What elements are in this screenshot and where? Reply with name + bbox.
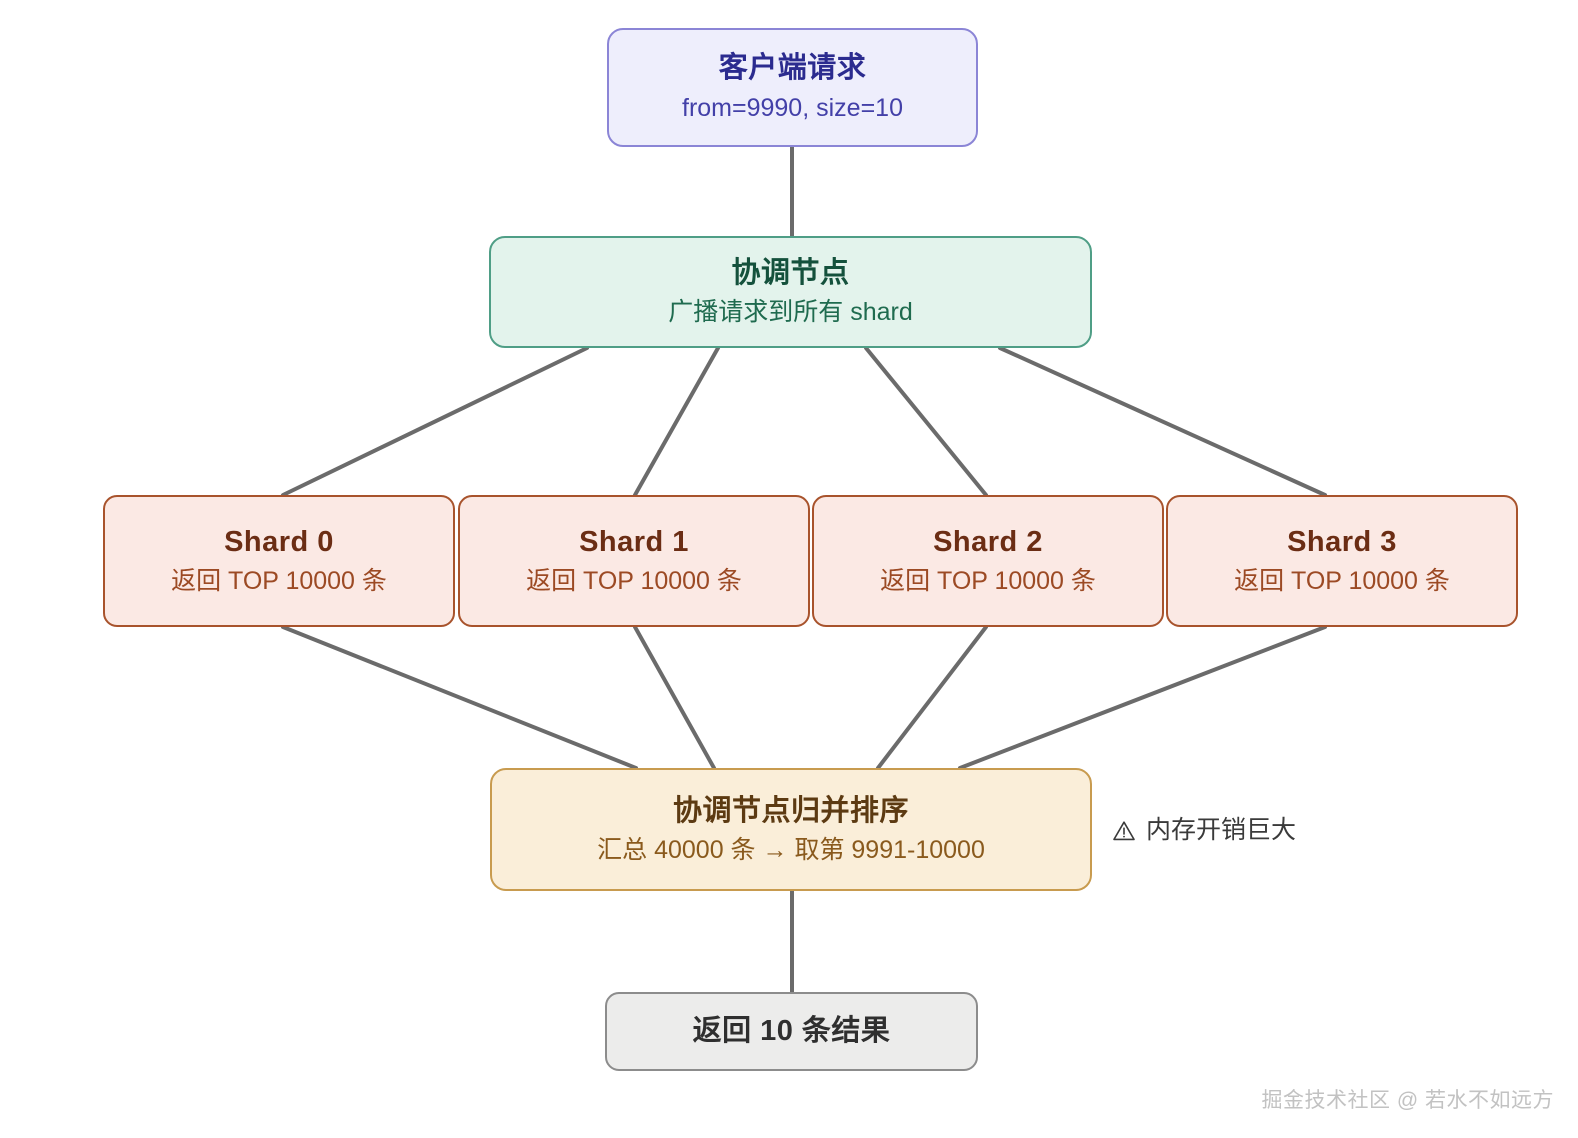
node-coordinator[interactable]: 协调节点 广播请求到所有 shard bbox=[489, 236, 1092, 348]
client-request-title: 客户端请求 bbox=[718, 52, 867, 85]
node-shard-3[interactable]: Shard 3 返回 TOP 10000 条 bbox=[1166, 495, 1518, 627]
shard-3-title: Shard 3 bbox=[1287, 526, 1397, 559]
coordinator-title: 协调节点 bbox=[731, 257, 850, 290]
shard-0-title: Shard 0 bbox=[224, 526, 334, 559]
shard-2-title: Shard 2 bbox=[933, 526, 1043, 559]
node-result[interactable]: 返回 10 条结果 bbox=[605, 992, 978, 1071]
node-shard-1[interactable]: Shard 1 返回 TOP 10000 条 bbox=[458, 495, 810, 627]
memory-warning-annotation: 内存开销巨大 bbox=[1112, 818, 1296, 843]
node-merge-sort[interactable]: 协调节点归并排序 汇总 40000 条 → 取第 9991-10000 bbox=[490, 768, 1092, 891]
shard-3-subtitle: 返回 TOP 10000 条 bbox=[1234, 567, 1450, 596]
edge-shard-3-to-merge bbox=[958, 625, 1327, 770]
shard-1-subtitle: 返回 TOP 10000 条 bbox=[526, 567, 742, 596]
edge-coordinator-to-shard-3 bbox=[998, 346, 1327, 497]
merge-title: 协调节点归并排序 bbox=[672, 794, 909, 827]
node-client-request[interactable]: 客户端请求 from=9990, size=10 bbox=[607, 28, 978, 147]
coordinator-subtitle: 广播请求到所有 shard bbox=[668, 298, 913, 327]
memory-warning-text: 内存开销巨大 bbox=[1146, 816, 1297, 844]
merge-subtitle: 汇总 40000 条 → 取第 9991-10000 bbox=[597, 835, 985, 864]
edge-coordinator-to-shard-2 bbox=[864, 346, 988, 497]
shard-0-subtitle: 返回 TOP 10000 条 bbox=[171, 567, 387, 596]
node-shard-2[interactable]: Shard 2 返回 TOP 10000 条 bbox=[812, 495, 1164, 627]
edge-coordinator-to-shard-0 bbox=[281, 346, 589, 497]
watermark: 掘金技术社区 @ 若水不如远方 bbox=[1261, 1089, 1554, 1112]
warning-triangle-icon bbox=[1112, 819, 1136, 843]
result-title: 返回 10 条结果 bbox=[692, 1015, 891, 1048]
edge-shard-0-to-merge bbox=[281, 625, 638, 770]
shard-1-title: Shard 1 bbox=[579, 526, 689, 559]
client-request-subtitle: from=9990, size=10 bbox=[682, 94, 903, 123]
edge-shard-1-to-merge bbox=[633, 625, 716, 770]
edge-coordinator-to-shard-1 bbox=[633, 346, 720, 497]
shard-2-subtitle: 返回 TOP 10000 条 bbox=[880, 567, 1096, 596]
node-shard-0[interactable]: Shard 0 返回 TOP 10000 条 bbox=[103, 495, 455, 627]
edge-shard-2-to-merge bbox=[876, 625, 988, 770]
